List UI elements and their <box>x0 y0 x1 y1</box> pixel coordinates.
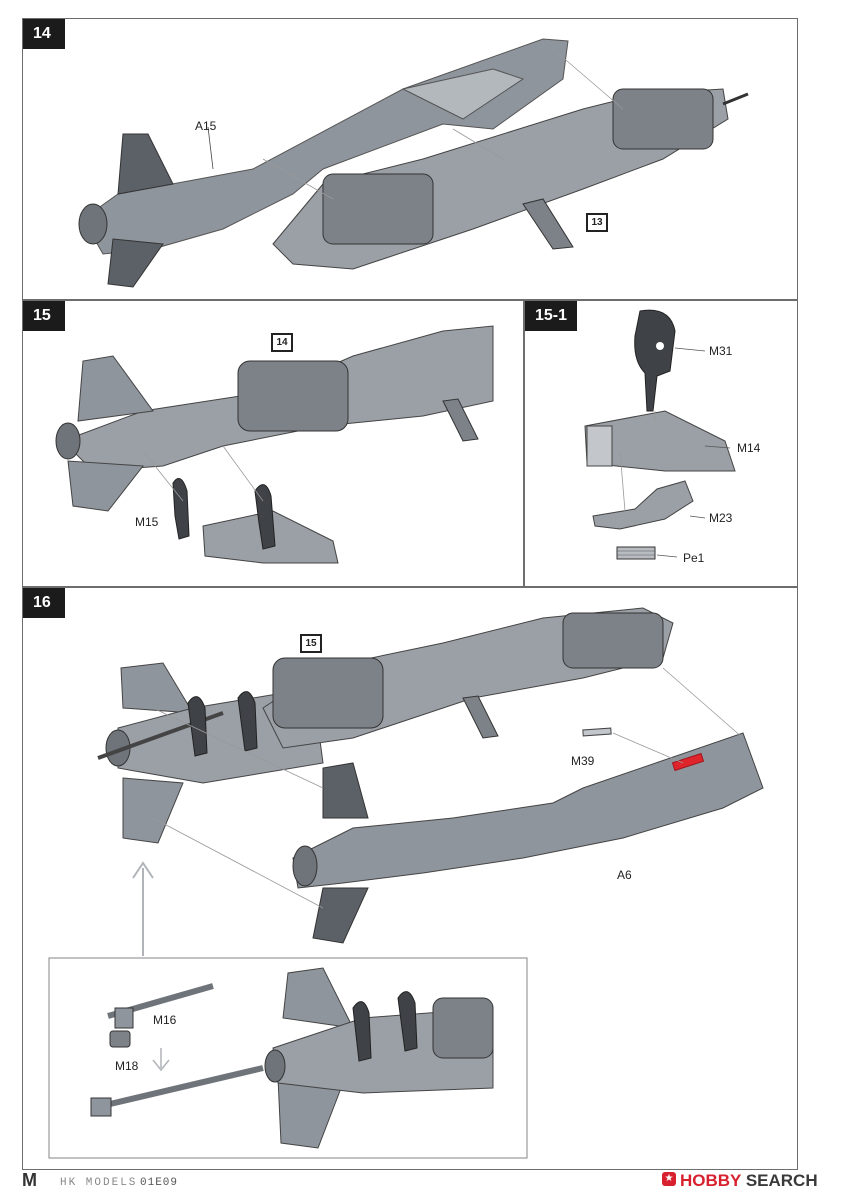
ref-step-15: 15 <box>300 634 322 653</box>
bulkhead-m15 <box>172 478 190 540</box>
tail-fin-lower <box>122 777 184 844</box>
highlight-area <box>671 752 705 772</box>
step-16-number: 16 <box>23 588 65 618</box>
part-label-m31: M31 <box>709 344 733 358</box>
watermark-part1: HOBBY <box>680 1171 742 1190</box>
step-16-panel: 16 <box>22 587 798 1170</box>
step-15-1-number: 15-1 <box>525 301 578 331</box>
tail-fin <box>77 355 154 422</box>
part-label-pe1: Pe1 <box>683 551 705 565</box>
step-16-illustration <box>48 607 764 1159</box>
bulkhead-m31 <box>634 309 676 412</box>
step-14-illustration <box>78 38 749 288</box>
step-14-number: 14 <box>23 19 65 49</box>
part-label-m15: M15 <box>135 515 159 529</box>
part-m39 <box>582 727 612 737</box>
step-15-1-panel: 15-1 M31 M14 M23 Pe1 <box>524 300 798 587</box>
cowling-bulkhead <box>254 484 276 550</box>
part-label-a6: A6 <box>617 868 632 882</box>
detail-tail-fin <box>282 967 354 1029</box>
tail-fin-upper <box>120 662 194 714</box>
engine-block <box>237 360 349 432</box>
hobbysearch-logo-icon: ★ <box>662 1172 676 1186</box>
shaft-assembled <box>92 1065 264 1111</box>
fuselage-half-a6 <box>292 732 764 889</box>
step-15-panel: 15 14 M15 <box>22 300 524 587</box>
watermark: HOBBY SEARCH <box>680 1171 818 1191</box>
step-14-panel: 14 A15 13 <box>22 18 798 300</box>
engine-block <box>272 657 384 729</box>
tail-fin <box>117 133 174 195</box>
panel-m23 <box>592 480 694 530</box>
ref-step-14: 14 <box>271 333 293 352</box>
part-m18 <box>109 1030 131 1048</box>
step-15-1-illustration <box>584 309 736 560</box>
part-label-m18: M18 <box>115 1059 139 1073</box>
engine-block-front <box>322 173 434 245</box>
footer-brand: HK MODELS <box>60 1177 138 1189</box>
part-label-a15: A15 <box>195 119 217 133</box>
ref-step-13: 13 <box>586 213 608 232</box>
part-label-m14: M14 <box>737 441 761 455</box>
part-label-m39: M39 <box>571 754 595 768</box>
step-15-number: 15 <box>23 301 65 331</box>
footer-page-code: 01E09 <box>140 1177 179 1189</box>
step-15-illustration <box>55 325 494 564</box>
part-label-m23: M23 <box>709 511 733 525</box>
photo-etch-pe1 <box>616 546 656 560</box>
hk-logo-icon: M <box>22 1170 37 1190</box>
engine-block-rear <box>612 88 714 150</box>
part-label-m16: M16 <box>153 1013 177 1027</box>
watermark-part2: SEARCH <box>745 1171 818 1190</box>
